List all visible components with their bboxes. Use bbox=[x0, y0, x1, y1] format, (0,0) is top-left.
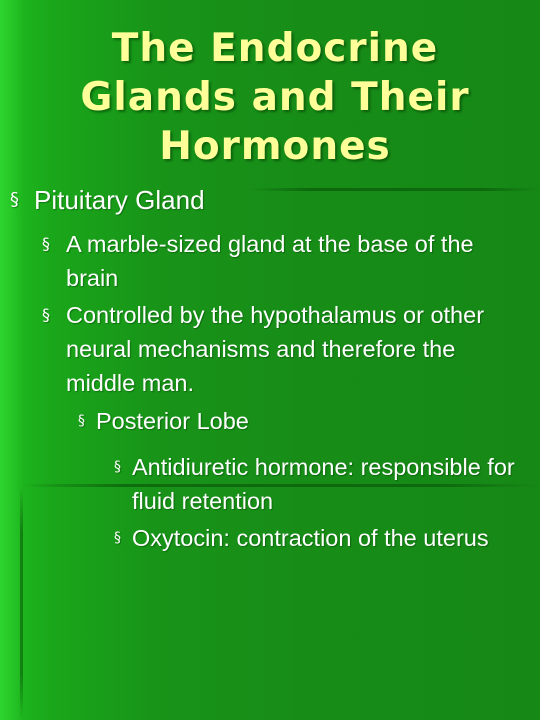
decorative-rule-top bbox=[250, 188, 540, 191]
bullet-text: Controlled by the hypothalamus or other … bbox=[66, 302, 485, 396]
bullet-text: Antidiuretic hormone: responsible for fl… bbox=[132, 454, 515, 514]
bullet-marker: § bbox=[10, 189, 19, 210]
bullet-item-oxytocin: § Oxytocin: contraction of the uterus bbox=[114, 521, 524, 555]
slide-title: The Endocrine Glands and Their Hormones bbox=[80, 26, 470, 169]
bullet-text: Oxytocin: contraction of the uterus bbox=[132, 525, 489, 551]
bullet-marker: § bbox=[42, 234, 50, 253]
bullet-item-posterior-lobe: § Posterior Lobe bbox=[78, 404, 508, 438]
bullet-marker: § bbox=[114, 459, 121, 475]
bullet-marker: § bbox=[114, 530, 121, 546]
bullet-text: Pituitary Gland bbox=[34, 185, 205, 215]
bullet-marker: § bbox=[78, 413, 85, 429]
decorative-rule-vertical bbox=[20, 486, 23, 720]
bullet-text: Posterior Lobe bbox=[96, 408, 249, 434]
bullet-item-pituitary-gland: § Pituitary Gland bbox=[10, 184, 510, 216]
bullet-marker: § bbox=[42, 305, 50, 324]
decorative-rule-middle bbox=[20, 484, 540, 487]
bullet-item-controlled-by-hypothalamus: § Controlled by the hypothalamus or othe… bbox=[42, 298, 512, 400]
bullet-text: A marble-sized gland at the base of the … bbox=[66, 231, 474, 291]
bullet-item-marble-sized-gland: § A marble-sized gland at the base of th… bbox=[42, 227, 512, 295]
bullet-item-antidiuretic-hormone: § Antidiuretic hormone: responsible for … bbox=[114, 450, 524, 518]
